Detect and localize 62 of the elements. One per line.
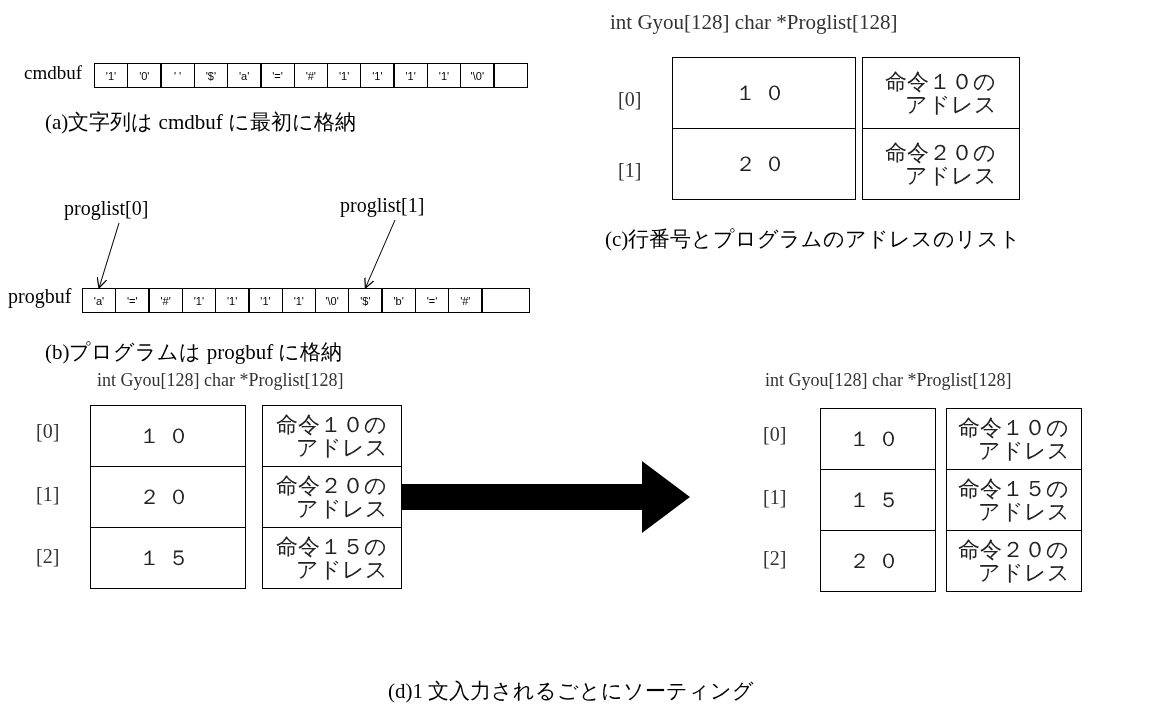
line-number-cell: ２０: [672, 128, 856, 200]
array-cell: '=': [260, 63, 295, 88]
array-cell: ' ': [160, 63, 195, 88]
address-cell: 命令２０のアドレス: [262, 466, 402, 528]
caption: (a)文字列は cmdbuf に最初に格納: [45, 109, 356, 136]
array-cell: '\0': [315, 288, 350, 313]
row-index: [0]: [763, 423, 787, 446]
row-index: [1]: [763, 486, 787, 509]
array-cell: '1': [94, 63, 128, 88]
row-index: [1]: [618, 159, 642, 182]
line-number-cell: ２０: [820, 530, 936, 592]
address-cell: 命令１５のアドレス: [262, 527, 402, 589]
array-name: progbuf: [8, 285, 72, 308]
line-number-cell: １０: [90, 405, 246, 467]
row-index: [0]: [618, 88, 642, 111]
line-number-cell: １０: [672, 57, 856, 129]
line-number-cell: ２０: [90, 466, 246, 528]
declaration-label: int Gyou[128] char *Proglist[128]: [610, 10, 898, 35]
pointer-label: proglist[1]: [340, 194, 425, 217]
array-cell: '1': [248, 288, 283, 313]
arrow: [96, 222, 120, 289]
address-cell: 命令１０のアドレス: [262, 405, 402, 467]
array-cell: 'a': [82, 288, 116, 313]
array-cell: '1': [215, 288, 250, 313]
array-cell: '#': [293, 63, 328, 88]
row-index: [2]: [36, 545, 60, 568]
address-cell: 命令１０のアドレス: [946, 408, 1082, 470]
array-cell: 'b': [381, 288, 416, 313]
array-cell: '\0': [460, 63, 495, 88]
array-name: cmdbuf: [24, 62, 83, 84]
array-cell: '1': [427, 63, 461, 88]
array-cell: '=': [115, 288, 150, 313]
address-cell: 命令２０のアドレス: [946, 530, 1082, 592]
array-cell: '#': [148, 288, 183, 313]
declaration-label: int Gyou[128] char *Proglist[128]: [97, 370, 344, 391]
array-cell: 'a': [227, 63, 262, 88]
arrow: [364, 219, 396, 289]
array-cell: '$': [348, 288, 383, 313]
address-cell: 命令２０のアドレス: [862, 128, 1020, 200]
caption: (b)プログラムは progbuf に格納: [45, 339, 343, 366]
array-cell: '#': [448, 288, 483, 313]
row-index: [1]: [36, 483, 60, 506]
array-cell: '1': [360, 63, 395, 88]
row-index: [2]: [763, 547, 787, 570]
line-number-cell: １０: [820, 408, 936, 470]
arrow: [402, 461, 690, 533]
address-cell: 命令１５のアドレス: [946, 469, 1082, 531]
caption: (c)行番号とプログラムのアドレスのリスト: [605, 226, 1022, 253]
line-number-cell: １５: [820, 469, 936, 531]
array-cell: '=': [415, 288, 449, 313]
line-number-cell: １５: [90, 527, 246, 589]
array-cell: '1': [281, 288, 316, 313]
array-cell: '$': [193, 63, 228, 88]
array-cell: '1': [393, 63, 428, 88]
pointer-label: proglist[0]: [64, 197, 149, 220]
array-cell: '1': [181, 288, 216, 313]
row-index: [0]: [36, 420, 60, 443]
array-cell: '1': [327, 63, 362, 88]
array-cell: '0': [127, 63, 162, 88]
declaration-label: int Gyou[128] char *Proglist[128]: [765, 370, 1012, 391]
caption: (d)1 文入力されるごとにソーティング: [388, 678, 755, 705]
address-cell: 命令１０のアドレス: [862, 57, 1020, 129]
